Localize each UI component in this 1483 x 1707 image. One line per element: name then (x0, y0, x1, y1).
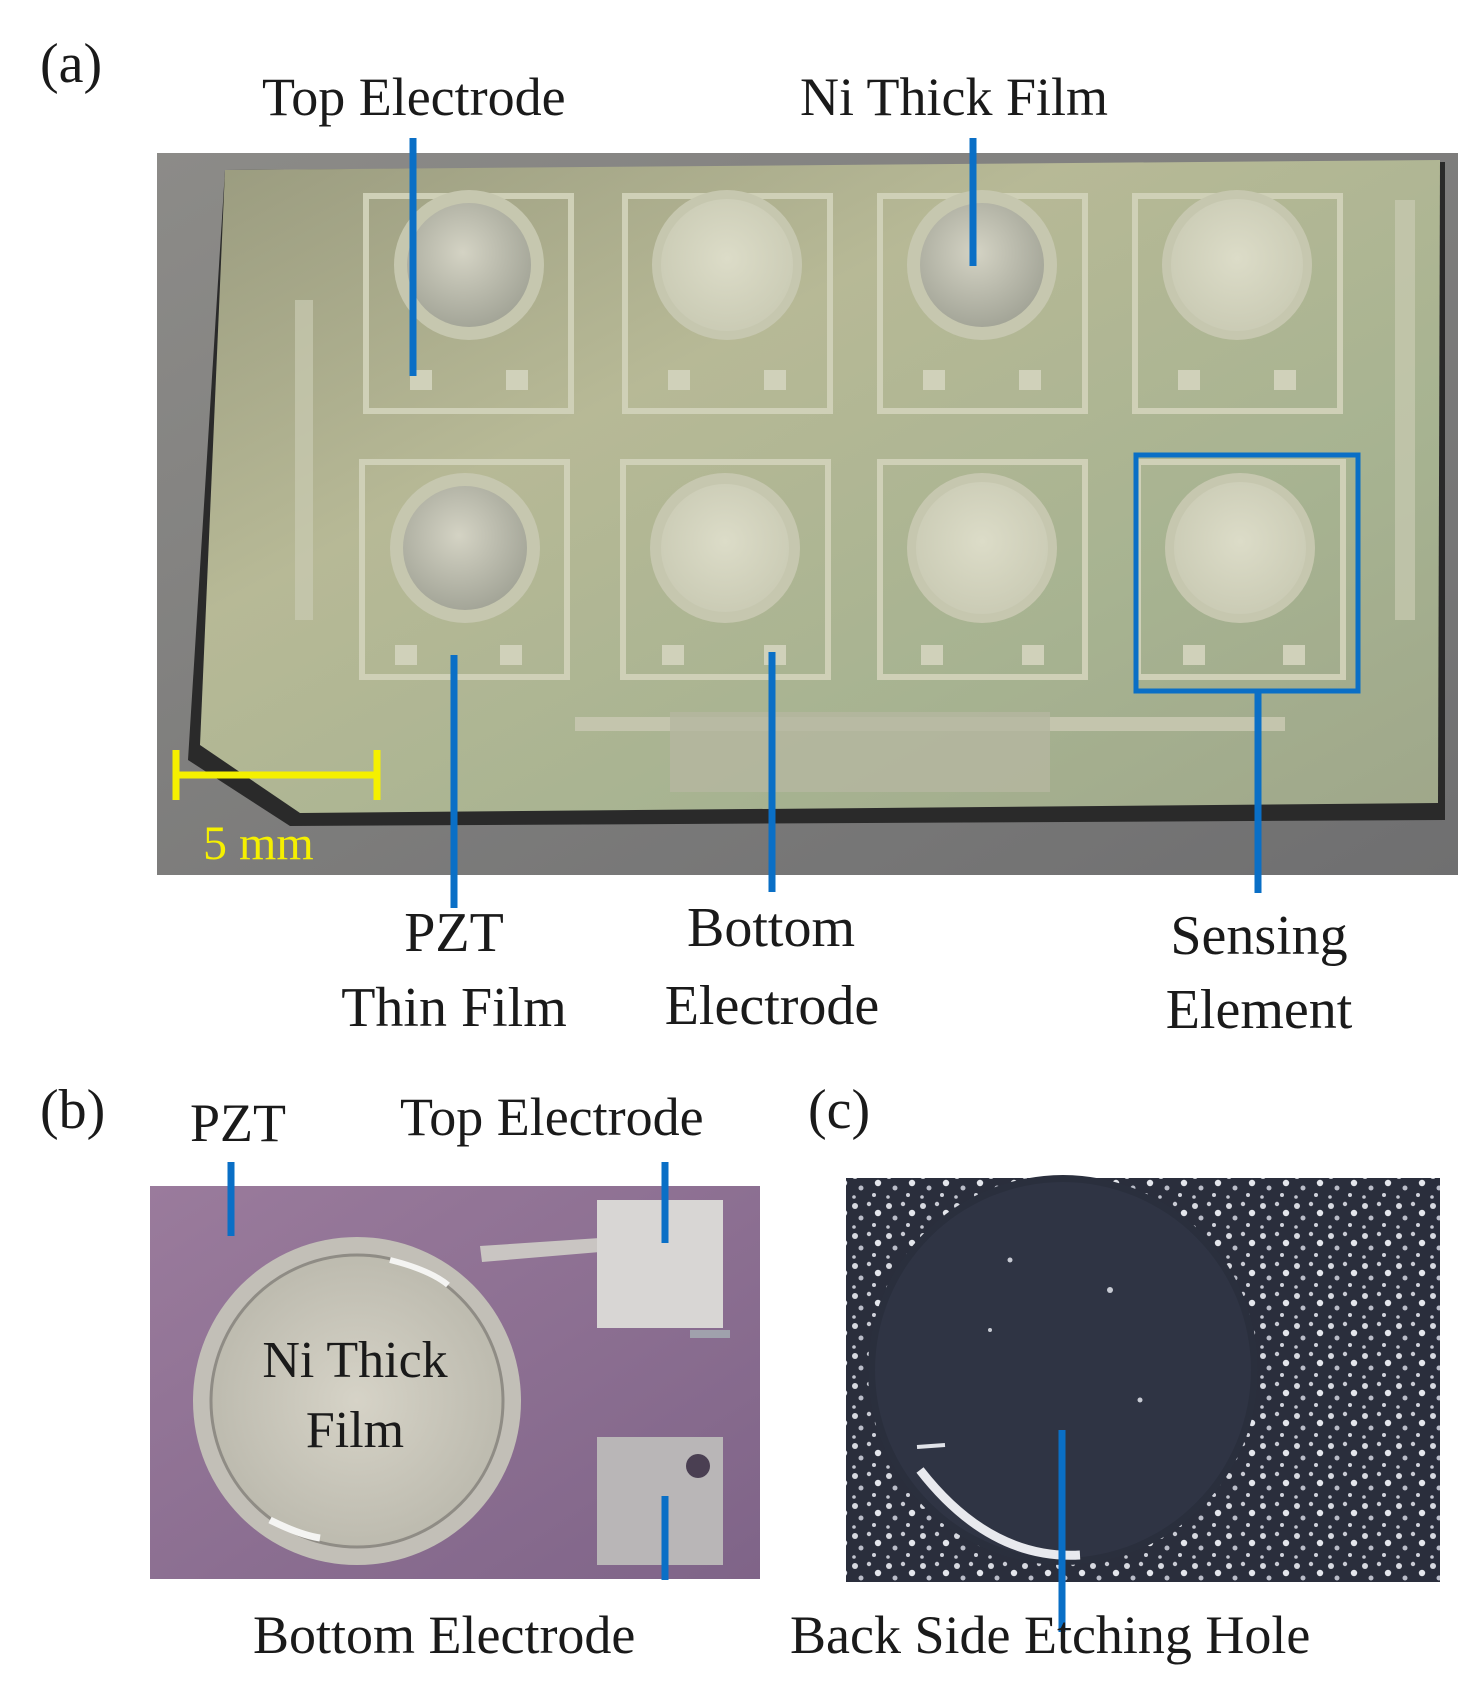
cell-r2c1 (359, 459, 570, 680)
label-bottom-electrode-b: Bottom Electrode (253, 1605, 636, 1665)
sensing-element-box (1133, 452, 1361, 694)
panel-a-tag: (a) (40, 33, 103, 95)
label-sensing-element-line1: Sensing (1170, 905, 1348, 967)
label-pzt-thin-film-line1: PZT (404, 902, 504, 964)
scale-bar-label: 5 mm (203, 817, 314, 870)
cell-r2c2 (620, 459, 831, 680)
label-top-electrode-b: Top Electrode (400, 1087, 704, 1147)
label-back-side-etching-hole: Back Side Etching Hole (790, 1605, 1311, 1665)
cell-r1c4 (1132, 190, 1343, 414)
annotation-lines-a (409, 138, 1262, 908)
label-bottom-electrode-line1: Bottom (686, 897, 856, 959)
panel-b-photo (150, 1186, 760, 1579)
cell-r2c4 (1135, 459, 1346, 680)
label-ni-thick-film-b-line1: Ni Thick (262, 1332, 448, 1389)
label-pzt-b: PZT (190, 1093, 287, 1153)
panel-b-tag: (b) (40, 1079, 106, 1141)
panel-c-tag: (c) (808, 1079, 871, 1141)
label-ni-thick-film-b-line2: Film (305, 1402, 405, 1459)
label-top-electrode-a: Top Electrode (262, 67, 566, 127)
label-pzt-thin-film-line2: Thin Film (341, 977, 567, 1039)
cell-r1c1 (363, 190, 574, 414)
cell-r1c2 (622, 190, 833, 414)
label-sensing-element-line2: Element (1165, 979, 1353, 1041)
cell-r1c3 (877, 190, 1088, 414)
cell-r2c3 (877, 459, 1088, 680)
panel-a-photo (157, 153, 1458, 875)
label-ni-thick-film-a: Ni Thick Film (800, 67, 1109, 127)
scale-bar (172, 750, 381, 800)
label-bottom-electrode-line2: Electrode (664, 975, 880, 1037)
panel-c-photo (846, 1175, 1440, 1582)
annotation-lines-b (227, 1162, 669, 1580)
